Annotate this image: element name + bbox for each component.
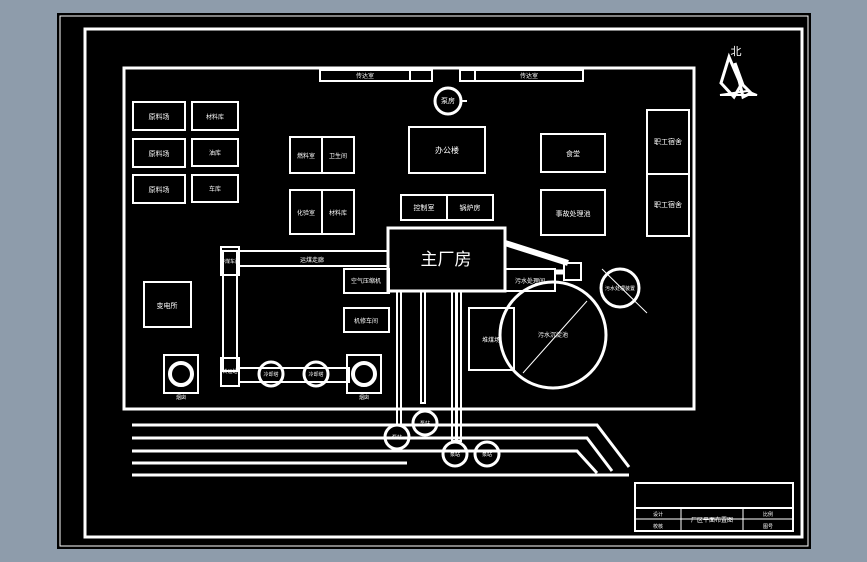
- substation[interactable]: [143, 281, 192, 328]
- canteen-label: 食堂: [566, 149, 580, 158]
- small-building-1[interactable]: [191, 101, 239, 131]
- chimney-left-label: 烟囱: [176, 394, 186, 401]
- circle-1-pipe: [601, 268, 648, 314]
- air-compressor-label: 空气压缩机: [351, 277, 381, 285]
- pump-house-label: 泵房: [441, 96, 455, 105]
- railway-track-3: [132, 449, 599, 475]
- small-building-3[interactable]: [191, 174, 239, 203]
- sanitary-room[interactable]: [321, 136, 355, 174]
- circle-7[interactable]: [473, 440, 501, 468]
- title-block-title: 厂区平面布置图: [691, 516, 733, 524]
- material-yard-2[interactable]: [132, 138, 186, 168]
- circle-4[interactable]: [302, 360, 330, 388]
- sewage-pool-label: 污水沉淀池: [538, 331, 568, 339]
- material-yard-3[interactable]: [132, 174, 186, 204]
- coal-yard[interactable]: [468, 307, 515, 371]
- title-block-cell-3: 比例: [763, 511, 773, 518]
- conveyor-bottom[interactable]: [238, 367, 350, 383]
- discharge-line-3: [451, 290, 457, 442]
- drawing-sheet: 北 传达室 传达室 泵房 原料场 原料场 原料场 材料库 油库 车库 燃料室 卫…: [57, 13, 811, 549]
- office-building[interactable]: [408, 126, 486, 174]
- discharge-line-2: [420, 290, 426, 404]
- circle-1[interactable]: [599, 267, 641, 309]
- site-plan-drawing: 北 传达室 传达室 泵房 原料场 原料场 原料场 材料库 油库 车库 燃料室 卫…: [59, 15, 809, 547]
- chimney-right: [351, 361, 377, 387]
- chimney-right-base[interactable]: [346, 354, 382, 394]
- dorm-2[interactable]: [646, 173, 690, 237]
- title-block-cell-2: 校核: [653, 523, 663, 530]
- chimney-right-label: 烟囱: [359, 394, 369, 401]
- dorm-1-label: 职工宿舍: [654, 137, 682, 146]
- circle-6-label: 泵站: [482, 451, 492, 458]
- main-plant-east-link: [504, 240, 569, 266]
- small-building-1-label: 材料库: [206, 113, 224, 121]
- railway-track-1: [132, 423, 631, 468]
- materials-store[interactable]: [321, 189, 355, 235]
- desulfur-label: 污水处理装置: [605, 285, 635, 292]
- drawing-frame: [83, 27, 804, 539]
- circle-6[interactable]: [411, 409, 439, 437]
- circle-2[interactable]: [441, 440, 469, 468]
- control-room-label: 控制室: [414, 203, 435, 212]
- material-yard-3-label: 原料场: [149, 185, 170, 194]
- main-plant-label: 主厂房: [421, 250, 472, 270]
- discharge-line-1: [396, 290, 402, 426]
- plant-boundary: [122, 66, 696, 411]
- gate-post-right: [459, 69, 476, 82]
- north-arrow-icon: [719, 52, 758, 100]
- substation-label: 变电所: [157, 301, 178, 310]
- canteen[interactable]: [540, 133, 606, 173]
- sewage-treatment-room[interactable]: [504, 268, 556, 292]
- materials-store-label: 材料库: [329, 209, 347, 217]
- small-building-2-label: 油库: [209, 149, 221, 157]
- small-building-2[interactable]: [191, 138, 239, 167]
- material-yard-2-label: 原料场: [149, 149, 170, 158]
- title-block-cell-4: 图号: [763, 524, 773, 530]
- gate-house-right-label: 传达室: [520, 72, 538, 80]
- sewage-pool[interactable]: [498, 280, 608, 390]
- circle-3[interactable]: [257, 360, 285, 388]
- coal-yard-label: 堆煤场: [482, 336, 500, 344]
- chimney-left: [168, 361, 194, 387]
- accident-pool-label: 事故处理池: [556, 209, 591, 218]
- title-block-cell-1: 设计: [653, 511, 663, 518]
- circle-4-label: 泵站: [420, 420, 430, 427]
- circle-3-label: 泵站: [392, 434, 402, 441]
- outer-frame: [59, 15, 809, 547]
- circle-2-label: 冷却塔: [308, 371, 323, 378]
- compass-label: 北: [731, 45, 742, 58]
- sanitary-label: 卫生间: [329, 152, 347, 160]
- chemical-room-label: 化验室: [297, 209, 315, 217]
- dorm-2-label: 职工宿舍: [654, 200, 682, 209]
- machine-shop-label: 机修车间: [354, 317, 378, 325]
- air-compressor-room[interactable]: [343, 268, 390, 294]
- transfer-station-label: 转运站: [222, 368, 237, 375]
- circle-1-label: 冷却塔: [263, 371, 278, 378]
- railway-track-2: [132, 436, 614, 472]
- gate-house-left-label: 传达室: [356, 72, 374, 80]
- sewage-treatment-label: 污水处理间: [515, 277, 545, 285]
- accident-pool[interactable]: [540, 189, 606, 236]
- machine-shop[interactable]: [343, 307, 390, 333]
- crusher-room[interactable]: [220, 246, 240, 276]
- material-yard-1-label: 原料场: [149, 112, 170, 121]
- boiler-room-label: 锅炉房: [460, 203, 481, 212]
- fuel-room-label: 燃料室: [297, 152, 315, 160]
- circle-5-label: 泵站: [450, 451, 460, 458]
- small-building-3-label: 车库: [209, 185, 221, 193]
- discharge-line-4: [456, 290, 462, 442]
- sewage-pool-diameter: [522, 300, 588, 374]
- boiler-room[interactable]: [446, 194, 494, 221]
- office-label: 办公楼: [435, 145, 459, 155]
- conveyor-vertical[interactable]: [222, 250, 238, 372]
- conveyor-label: 运煤走廊: [300, 256, 324, 264]
- chimney-left-base[interactable]: [163, 354, 199, 394]
- gate-post-left: [409, 69, 433, 82]
- material-yard-1[interactable]: [132, 101, 186, 131]
- crusher-room-label: 碎煤车间: [220, 258, 240, 265]
